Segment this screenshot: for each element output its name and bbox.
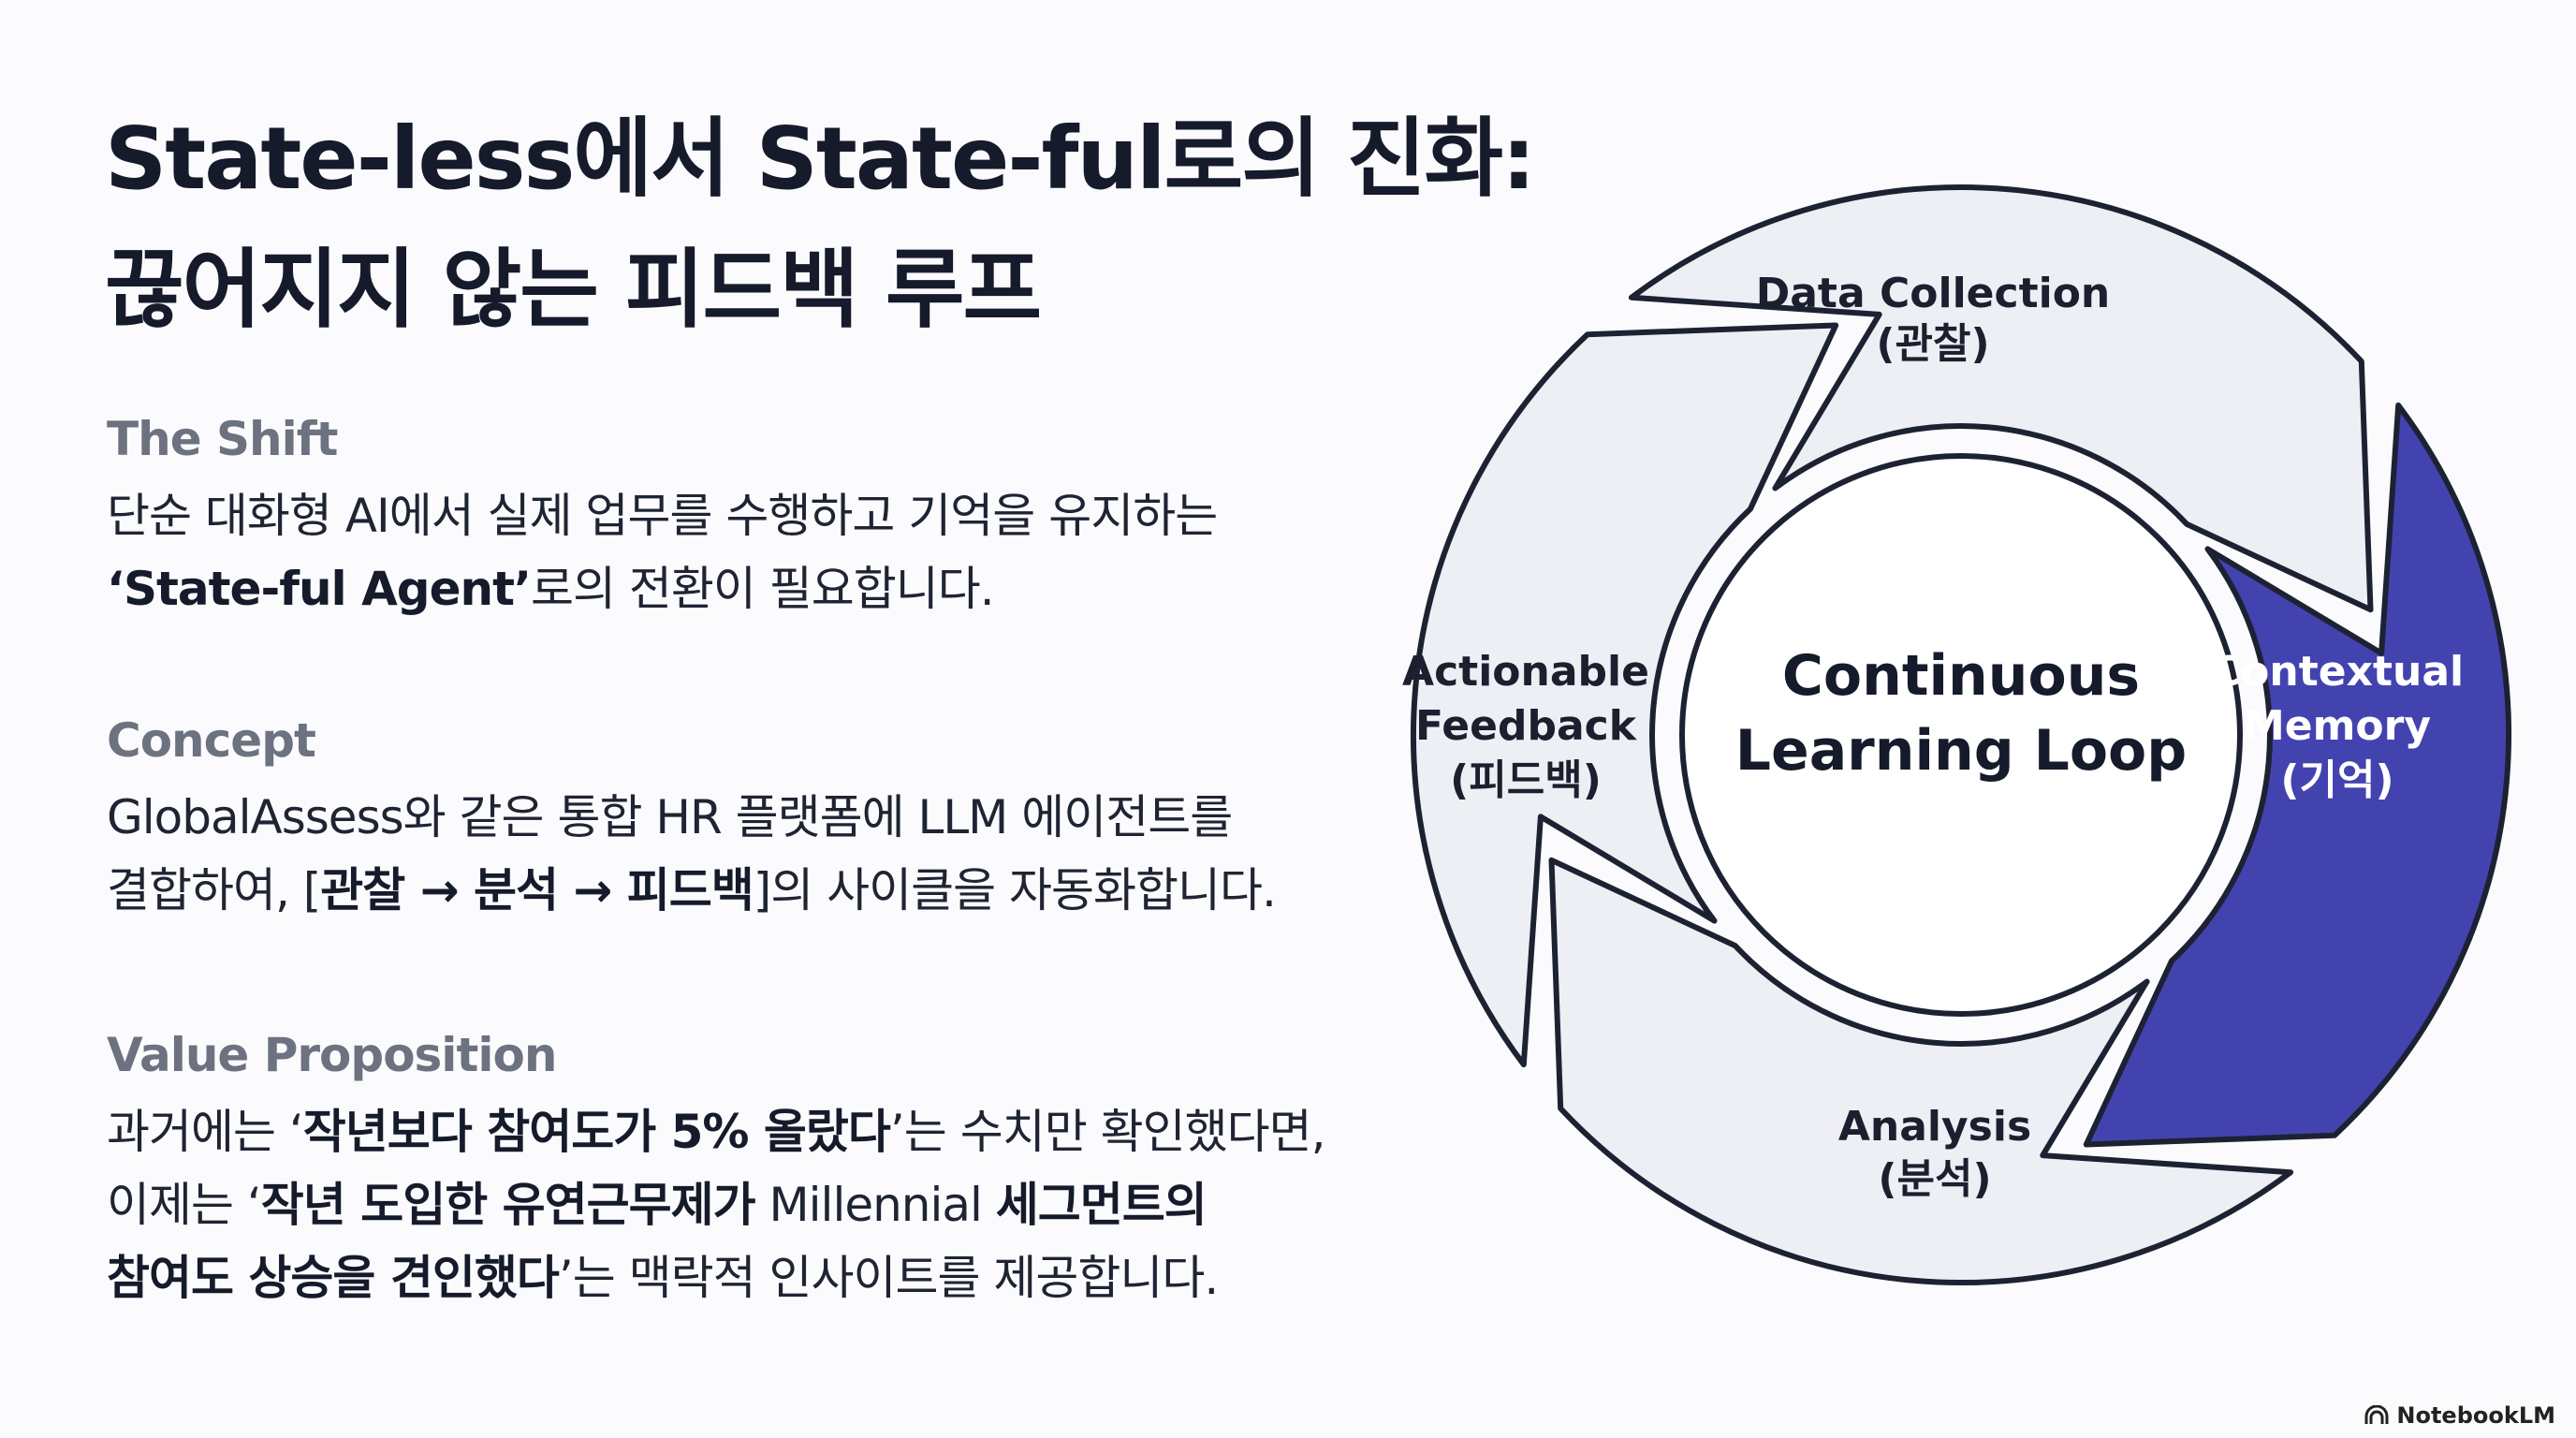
body-line: ‘State-ful Agent’로의 전환이 필요합니다. xyxy=(107,552,1473,625)
center-circle xyxy=(1679,453,2243,1017)
segment-label-actionable: Actionable xyxy=(1402,648,1649,696)
center-label-line-1: Continuous xyxy=(1782,643,2140,709)
title-line-2: 끊어지지 않는 피드백 루프 xyxy=(105,240,1042,340)
segment-label-memory-ko: (기억) xyxy=(2280,756,2393,804)
section-heading: The Shift xyxy=(107,412,338,466)
notebooklm-icon xyxy=(2364,1405,2389,1424)
text-fragment: Millennial xyxy=(754,1178,996,1232)
bold-phrase: 참여도 상승을 견인했다 xyxy=(107,1251,560,1305)
text-fragment: 로의 전환이 필요합니다. xyxy=(531,562,995,616)
segment-label-analysis: Analysis xyxy=(1838,1103,2031,1151)
bold-phrase: ‘State-ful Agent’ xyxy=(107,562,532,616)
text-fragment: ’는 수치만 확인했다면, xyxy=(889,1105,1326,1159)
section-the-shift: The Shift 단순 대화형 AI에서 실제 업무를 수행하고 기억을 유지… xyxy=(107,412,1473,625)
section-heading: Value Proposition xyxy=(107,1028,557,1082)
section-value-proposition: Value Proposition 과거에는 ‘작년보다 참여도가 5% 올랐다… xyxy=(107,1028,1473,1314)
continuous-learning-loop-diagram: Continuous Learning Loop Data Collection… xyxy=(1376,150,2546,1320)
segment-label-contextual: Contextual xyxy=(2211,648,2464,696)
text-fragment: ]의 사이클을 자동화합니다. xyxy=(753,863,1277,917)
body-line: 이제는 ‘작년 도입한 유연근무제가 Millennial 세그먼트의 xyxy=(107,1168,1473,1241)
section-heading: Concept xyxy=(107,713,316,768)
bold-phrase: 작년보다 참여도가 5% 올랐다 xyxy=(302,1105,891,1159)
body-line: 단순 대화형 AI에서 실제 업무를 수행하고 기억을 유지하는 xyxy=(107,489,1218,543)
section-concept: Concept GlobalAssess와 같은 통합 HR 플랫폼에 LLM … xyxy=(107,713,1473,927)
segment-label-analysis-ko: (분석) xyxy=(1878,1155,1991,1203)
brand-watermark: NotebookLM xyxy=(2364,1402,2555,1429)
segment-label-feedback-ko: (피드백) xyxy=(1450,756,1602,804)
text-fragment: 과거에는 ‘ xyxy=(107,1105,304,1159)
loop-svg: Continuous Learning Loop Data Collection… xyxy=(1402,183,2512,1286)
body-line: 과거에는 ‘작년보다 참여도가 5% 올랐다’는 수치만 확인했다면, xyxy=(107,1095,1473,1168)
bold-phrase: 세그먼트의 xyxy=(995,1178,1208,1232)
bold-phrase: 관찰 → 분석 → 피드백 xyxy=(320,863,754,917)
segment-label-memory: Memory xyxy=(2244,702,2431,750)
body-line: 참여도 상승을 견인했다’는 맥락적 인사이트를 제공합니다. xyxy=(107,1241,1473,1314)
segment-analysis xyxy=(1548,857,2294,1286)
segment-data-collection xyxy=(1628,183,2374,613)
segment-label-data-collection: Data Collection xyxy=(1756,270,2111,317)
section-body: GlobalAssess와 같은 통합 HR 플랫폼에 LLM 에이전트를 결합… xyxy=(107,781,1473,927)
bold-phrase: 작년 도입한 유연근무제가 xyxy=(260,1178,756,1232)
center-label-line-2: Learning Loop xyxy=(1735,718,2187,784)
text-fragment: 결합하여, [ xyxy=(107,863,321,917)
brand-label: NotebookLM xyxy=(2396,1402,2555,1429)
body-line: GlobalAssess와 같은 통합 HR 플랫폼에 LLM 에이전트를 xyxy=(107,790,1233,844)
section-body: 단순 대화형 AI에서 실제 업무를 수행하고 기억을 유지하는 ‘State-… xyxy=(107,479,1473,625)
segment-label-feedback: Feedback xyxy=(1415,702,1638,750)
segment-label-data-collection-ko: (관찰) xyxy=(1876,320,1989,368)
loop-segments xyxy=(1410,183,2512,1286)
page-title: State-less에서 State-ful로의 진화: 끊어지지 않는 피드백… xyxy=(105,94,1536,356)
title-line-1: State-less에서 State-ful로의 진화: xyxy=(105,109,1536,209)
segment-actionable-feedback xyxy=(1410,322,1839,1068)
section-body: 과거에는 ‘작년보다 참여도가 5% 올랐다’는 수치만 확인했다면, 이제는 … xyxy=(107,1095,1473,1314)
body-line: 결합하여, [관찰 → 분석 → 피드백]의 사이클을 자동화합니다. xyxy=(107,854,1473,927)
text-fragment: ’는 맥락적 인사이트를 제공합니다. xyxy=(558,1251,1219,1305)
segment-contextual-memory xyxy=(2083,402,2512,1148)
text-fragment: 이제는 ‘ xyxy=(107,1178,262,1232)
